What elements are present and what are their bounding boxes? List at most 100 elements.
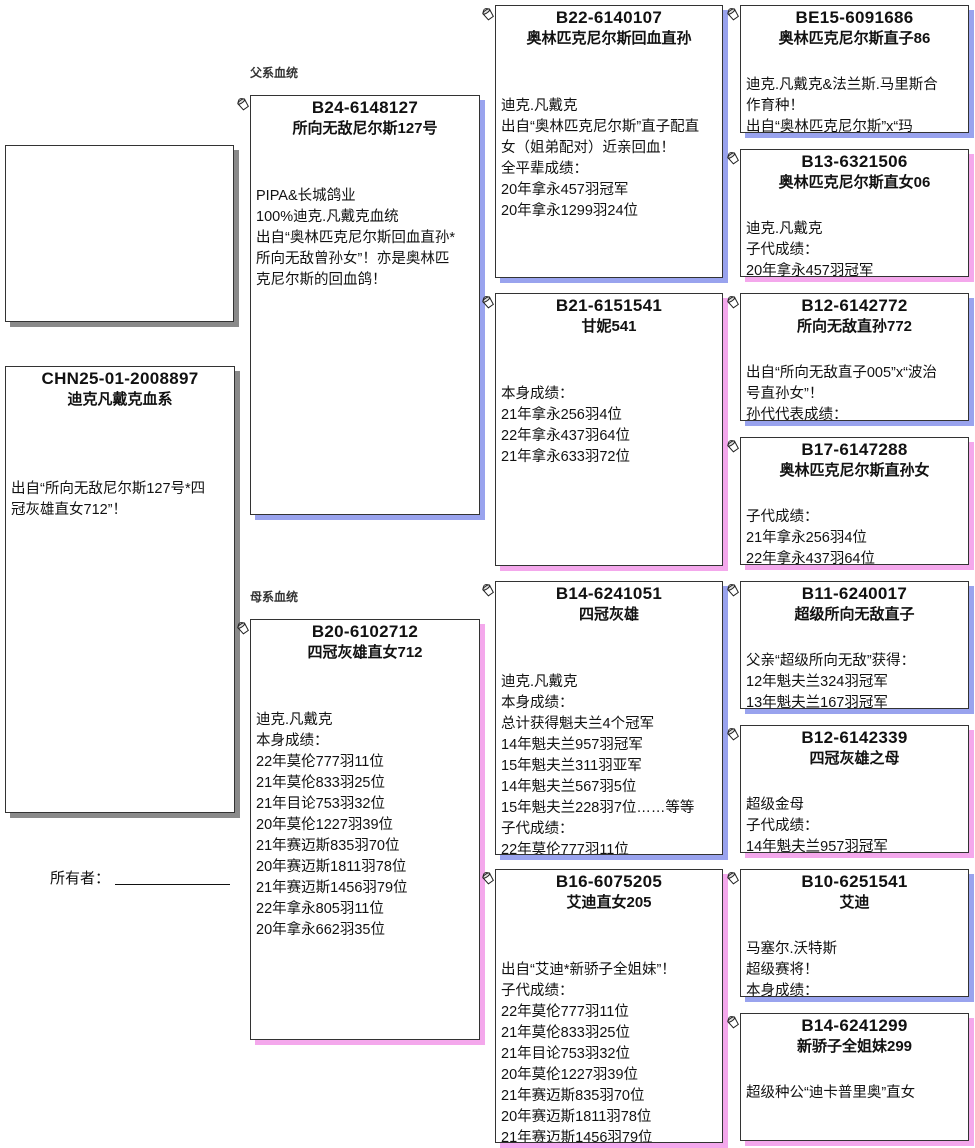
ring-number: B14-6241051 xyxy=(555,584,663,603)
paint-bucket-icon[interactable] xyxy=(725,726,741,742)
pigeon-name: 艾迪 xyxy=(839,894,870,911)
owner-label: 所有者： xyxy=(50,870,111,887)
sire-line-label: 父系血统 xyxy=(250,66,299,80)
photo-box[interactable] xyxy=(5,145,234,322)
paint-bucket-icon[interactable] xyxy=(725,870,741,886)
pigeon-name: 奥林匹克尼尔斯回血直孙 xyxy=(526,30,692,47)
ring-number: B20-6102712 xyxy=(311,622,419,641)
note-line: 全平辈成绩： xyxy=(501,161,588,177)
pigeon-notes: 出自“所向无敌直子005”x“波治号直孙女”！ 孙代代表成绩： xyxy=(746,363,966,421)
note-line: 14年魁夫兰957羽冠军 xyxy=(746,839,888,853)
paint-bucket-icon[interactable] xyxy=(725,582,741,598)
note-line: 15年魁夫兰311羽亚军 xyxy=(501,758,642,774)
pigeon-name: 新骄子全姐妹299 xyxy=(796,1038,913,1055)
note-line: 号直孙女”！ xyxy=(746,386,824,402)
paint-bucket-icon[interactable] xyxy=(480,294,496,310)
ring-number: B14-6241299 xyxy=(801,1016,908,1035)
note-line: 20年拿永457羽冠军 xyxy=(501,182,629,198)
pigeon-name: 艾迪直女205 xyxy=(566,894,652,911)
subject-name: 迪克凡戴克血系 xyxy=(67,391,173,408)
paint-bucket-icon[interactable] xyxy=(725,438,741,454)
note-line: 所向无敌曾孙女”！亦是奥林匹 xyxy=(256,251,450,267)
note-line: 22年拿永805羽11位 xyxy=(256,901,384,917)
note-line: 22年莫伦777羽11位 xyxy=(501,1004,629,1020)
note-line: 本身成绩： xyxy=(746,983,819,997)
note-line: 出自“所向无敌直子005”x“波治 xyxy=(746,365,937,381)
paint-bucket-icon[interactable] xyxy=(480,6,496,22)
ring-number: B22-6140107 xyxy=(555,8,663,27)
ring-number: B16-6075205 xyxy=(555,872,663,891)
ring-number: B10-6251541 xyxy=(801,872,908,891)
pigeon-name: 所向无敌直孙772 xyxy=(796,318,913,335)
note-line: 12年魁夫兰324羽冠军 xyxy=(746,674,888,690)
note-line: 出自“奥林匹克尼尔斯回血直孙* xyxy=(256,230,455,246)
note-line: 子代成绩： xyxy=(501,983,574,999)
paint-bucket-icon[interactable] xyxy=(480,870,496,886)
note-line: 21年莫伦833羽25位 xyxy=(501,1025,630,1041)
paint-bucket-icon[interactable] xyxy=(235,96,251,112)
paint-bucket-icon[interactable] xyxy=(725,294,741,310)
note-line: 14年魁夫兰957羽冠军 xyxy=(501,737,643,753)
note-line: 超级种公“迪卡普里奥”直女 xyxy=(746,1085,916,1101)
note-line: 14年魁夫兰567羽5位 xyxy=(501,779,637,795)
note-line: 迪克.凡戴克 xyxy=(256,712,333,728)
note-line: 出自“奥林匹克尼尔斯”x“玛 xyxy=(746,119,913,133)
note-line: 21年赛迈斯1456羽79位 xyxy=(501,1130,653,1143)
note-line: 22年莫伦777羽11位 xyxy=(501,842,629,855)
subject-box[interactable]: CHN25-01-2008897 迪克凡戴克血系 出自“所向无敌尼尔斯127号*… xyxy=(5,366,235,813)
pigeon-name: 四冠灰雄 xyxy=(578,606,639,623)
note-line: 21年目论753羽32位 xyxy=(256,796,385,812)
paint-bucket-icon[interactable] xyxy=(725,150,741,166)
ring-number: B24-6148127 xyxy=(311,98,419,117)
ring-number: B13-6321506 xyxy=(801,152,908,171)
paint-bucket-icon[interactable] xyxy=(725,6,741,22)
pigeon-notes: 迪克.凡戴克子代成绩：20年拿永457羽冠军 xyxy=(746,219,966,276)
note-line: 子代成绩： xyxy=(501,821,574,837)
note-line: 作育种！ xyxy=(746,98,804,114)
pigeon-box-dam-dam[interactable]: B16-6075205 艾迪直女205 出自“艾迪*新骄子全姐妹”！ 子代成绩： 22年… xyxy=(495,869,723,1143)
paint-bucket-icon[interactable] xyxy=(725,1014,741,1030)
ring-number: B21-6151541 xyxy=(555,296,663,315)
pigeon-notes: 马塞尔.沃特斯超级赛将！本身成绩： xyxy=(746,939,966,997)
pigeon-notes: 迪克.凡戴克&法兰斯.马里斯合作育种！ 出自“奥林匹克尼尔斯”x“玛 xyxy=(746,75,966,133)
note-line: 孙代代表成绩： xyxy=(746,407,848,421)
pigeon-box-gen4-5[interactable]: B11-6240017 超级所向无敌直子父亲“超级所向无敌”获得： 12年魁夫兰32… xyxy=(740,581,969,709)
note-line: 100%迪克.凡戴克血统 xyxy=(256,209,399,225)
note-line: 21年拿永256羽4位 xyxy=(746,530,867,546)
note-line: 出自“奥林匹克尼尔斯”直子配直 xyxy=(501,119,700,135)
pigeon-name: 超级所向无敌直子 xyxy=(794,606,915,623)
note-line: 20年拿永662羽35位 xyxy=(256,922,385,938)
note-line: 21年目论753羽32位 xyxy=(501,1046,630,1062)
note-line: 出自“艾迪*新骄子全姐妹”！ xyxy=(501,962,676,978)
note-line: 迪克.凡戴克&法兰斯.马里斯合 xyxy=(746,77,938,93)
note-line: 本身成绩： xyxy=(501,695,574,711)
note-line: 21年拿永256羽4位 xyxy=(501,407,622,423)
pigeon-notes: 超级金母子代成绩：14年魁夫兰957羽冠军 xyxy=(746,795,966,853)
pigeon-box-gen4-8[interactable]: B14-6241299 新骄子全姐妹299 超级种公“迪卡普里奥”直女 xyxy=(740,1013,969,1141)
pigeon-box-sire-sire[interactable]: B22-6140107 奥林匹克尼尔斯回血直孙迪克.凡戴克出自“奥林匹克尼尔斯”直… xyxy=(495,5,723,278)
ring-number: B11-6240017 xyxy=(801,584,908,603)
pigeon-name: 四冠灰雄之母 xyxy=(809,750,900,767)
pigeon-name: 奥林匹克尼尔斯直孙女 xyxy=(779,462,930,479)
note-line: 总计获得魁夫兰4个冠军 xyxy=(501,716,655,732)
pigeon-notes: 迪克.凡戴克出自“奥林匹克尼尔斯”直子配直女（姐弟配对）近亲回血！全平辈成绩：2… xyxy=(501,96,720,222)
pigeon-box-gen4-7[interactable]: B10-6251541 艾迪马塞尔.沃特斯超级赛将！本身成绩： xyxy=(740,869,969,997)
paint-bucket-icon[interactable] xyxy=(235,620,251,636)
note-line: 父亲“超级所向无敌”获得： xyxy=(746,653,916,669)
paint-bucket-icon[interactable] xyxy=(480,582,496,598)
owner-field[interactable] xyxy=(115,884,230,885)
